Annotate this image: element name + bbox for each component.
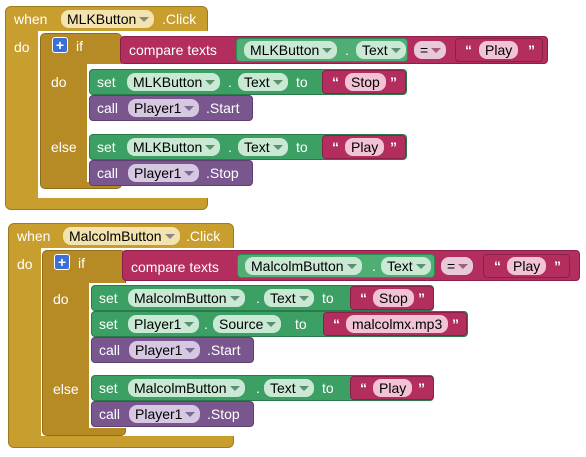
malcolm-play-literal-value[interactable]: Play: [507, 257, 547, 275]
mlk-set1-dot: .: [228, 74, 232, 90]
malcolm-call1-label: call: [99, 342, 121, 358]
malcolm-set1-to-label: to: [322, 290, 334, 306]
malcolm-mp3-close-quote: ”: [452, 316, 459, 332]
mlk-compare-label: compare texts: [129, 42, 217, 58]
malcolm-set3-to-label: to: [322, 380, 334, 396]
malcolm-set2-prop-dropdown[interactable]: Source: [213, 315, 282, 333]
malcolm-stop-open-quote: “: [360, 290, 367, 306]
malcolm-stop-close-quote: ”: [418, 290, 425, 306]
mlk-when-label: when: [14, 11, 48, 27]
mlk-call2-method: .Stop: [206, 165, 239, 181]
mlk-call1-method: .Start: [206, 100, 240, 116]
malcolm-play2-literal-value[interactable]: Play: [373, 379, 413, 397]
malcolm-set2-dot: .: [204, 316, 208, 332]
mlk-set2-prop-dropdown[interactable]: Text: [238, 138, 288, 156]
malcolm-getter-dot: .: [372, 258, 376, 274]
malcolm-component-dropdown[interactable]: MalcolmButton: [63, 227, 180, 245]
malcolm-call2-label: call: [99, 406, 121, 422]
malcolm-when-label: when: [17, 228, 51, 244]
mlk-event-name: .Click: [162, 11, 197, 27]
malcolm-else-label: else: [53, 381, 79, 397]
mlk-getter-prop-dropdown[interactable]: Text: [356, 41, 406, 59]
malcolm-getter-prop-dropdown[interactable]: Text: [381, 257, 431, 275]
malcolm-set3-component-dropdown[interactable]: MalcolmButton: [128, 379, 245, 397]
mlk-set2-to-label: to: [296, 139, 308, 155]
malcolm-mp3-open-quote: “: [333, 316, 340, 332]
mlk-set1-component-dropdown[interactable]: MLKButton: [127, 73, 221, 91]
malcolm-set2-component-dropdown[interactable]: Player1: [128, 315, 200, 333]
mlk-set1-prop-dropdown[interactable]: Text: [238, 73, 288, 91]
mlk-play2-open-quote: “: [332, 139, 339, 155]
malcolm-play-close-quote: ”: [554, 258, 561, 274]
malcolm-play2-close-quote: ”: [418, 380, 425, 396]
mlk-play2-close-quote: ”: [390, 139, 397, 155]
malcolm-event-name: .Click: [186, 228, 221, 244]
mlk-if-label: if: [76, 38, 83, 54]
mlk-play-open-quote: “: [465, 42, 472, 58]
mlk-do-label: do: [14, 39, 30, 55]
malcolm-set1-dot: .: [256, 290, 260, 306]
mlk-operator-dropdown[interactable]: =: [414, 41, 447, 59]
malcolm-set1-component-dropdown[interactable]: MalcolmButton: [128, 289, 245, 307]
malcolm-if-do-label: do: [53, 291, 69, 307]
malcolm-compare-label: compare texts: [131, 259, 219, 275]
malcolm-set1-prop-dropdown[interactable]: Text: [264, 289, 314, 307]
mlk-call2-label: call: [97, 165, 119, 181]
mlk-if-do-label: do: [51, 74, 67, 90]
mlk-call1-label: call: [97, 100, 119, 116]
mlk-stop-open-quote: “: [332, 74, 339, 90]
malcolm-if-label: if: [78, 255, 85, 271]
malcolm-operator-dropdown[interactable]: =: [441, 257, 474, 275]
malcolm-set2-label: set: [99, 316, 118, 332]
mlk-play2-literal-value[interactable]: Play: [345, 138, 385, 156]
malcolm-do-label: do: [17, 256, 33, 272]
mlk-stop-literal-value[interactable]: Stop: [345, 73, 386, 91]
mlk-set2-label: set: [97, 139, 116, 155]
mlk-stop-close-quote: ”: [390, 74, 397, 90]
mlk-component-dropdown[interactable]: MLKButton: [61, 10, 155, 28]
malcolm-call2-method: .Stop: [207, 406, 240, 422]
malcolm-set1-label: set: [99, 290, 118, 306]
malcolm-set3-dot: .: [256, 380, 260, 396]
mlk-play-close-quote: ”: [528, 42, 535, 58]
malcolm-set3-prop-dropdown[interactable]: Text: [264, 379, 314, 397]
malcolm-call2-component-dropdown[interactable]: Player1: [129, 405, 201, 423]
malcolm-call1-component-dropdown[interactable]: Player1: [129, 341, 201, 359]
malcolm-play-open-quote: “: [494, 258, 501, 274]
mlk-getter-component-dropdown[interactable]: MLKButton: [244, 41, 338, 59]
malcolm-play2-open-quote: “: [360, 380, 367, 396]
mlk-set1-to-label: to: [296, 74, 308, 90]
malcolm-mp3-literal-value[interactable]: malcolmx.mp3: [346, 315, 449, 333]
malcolm-set3-label: set: [99, 380, 118, 396]
mlk-mutator-plus-icon[interactable]: +: [52, 37, 68, 53]
mlk-else-label: else: [51, 139, 77, 155]
malcolm-mutator-plus-icon[interactable]: +: [54, 254, 70, 270]
mlk-call2-component-dropdown[interactable]: Player1: [128, 164, 200, 182]
malcolm-getter-component-dropdown[interactable]: MalcolmButton: [245, 257, 362, 275]
mlk-set2-dot: .: [228, 139, 232, 155]
mlk-getter-dot: .: [345, 42, 349, 58]
malcolm-set2-to-label: to: [295, 316, 307, 332]
mlk-set1-label: set: [97, 74, 116, 90]
mlk-set2-component-dropdown[interactable]: MLKButton: [127, 138, 221, 156]
mlk-call1-component-dropdown[interactable]: Player1: [128, 99, 200, 117]
mlk-play-literal-value[interactable]: Play: [479, 41, 519, 59]
malcolm-call1-method: .Start: [207, 342, 241, 358]
malcolm-stop-literal-value[interactable]: Stop: [373, 289, 414, 307]
